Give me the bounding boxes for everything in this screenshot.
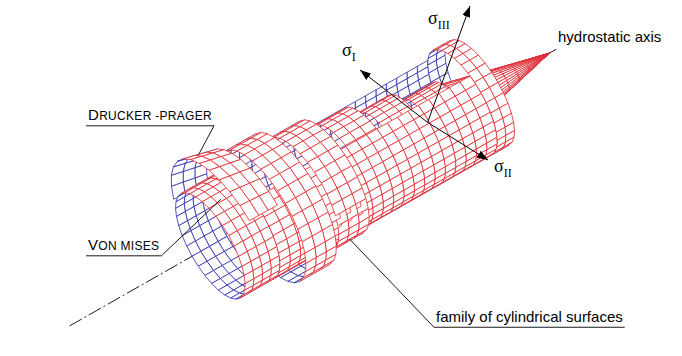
stress-subscript: I bbox=[352, 50, 356, 64]
mesh-facet bbox=[527, 59, 538, 66]
mesh-facet bbox=[538, 53, 549, 60]
stress-symbol: σ bbox=[342, 40, 352, 60]
surface-mesh-layer bbox=[171, 40, 549, 299]
mesh-facet bbox=[278, 185, 296, 203]
leader-line bbox=[199, 126, 214, 155]
mesh-facet bbox=[366, 90, 376, 102]
mesh-facet bbox=[527, 59, 539, 66]
mesh-facet bbox=[240, 201, 259, 221]
mesh-facet bbox=[222, 221, 237, 236]
stress-symbol: σ bbox=[428, 8, 438, 28]
stress-axis-label: σII bbox=[494, 156, 512, 177]
mesh-facet bbox=[355, 96, 365, 108]
surface-label: DRUCKER -PRAGER bbox=[88, 106, 212, 124]
mesh-facet bbox=[407, 66, 417, 78]
stress-axis-label: σI bbox=[342, 40, 356, 61]
surface-label: family of cylindrical surfaces bbox=[436, 308, 623, 325]
stress-axis-label: σIII bbox=[428, 8, 450, 29]
mesh-facet bbox=[504, 70, 516, 78]
stress-axis-arrow bbox=[428, 122, 488, 160]
stress-axis-arrow bbox=[360, 70, 428, 122]
surface-label: VON MISES bbox=[88, 236, 159, 254]
leader-line bbox=[434, 327, 625, 328]
mesh-facet bbox=[397, 72, 407, 84]
mesh-facet bbox=[417, 60, 427, 72]
stress-axis-arrow bbox=[428, 6, 470, 122]
stress-subscript: III bbox=[438, 18, 450, 32]
leader-line bbox=[161, 199, 220, 255]
stress-axes-layer bbox=[360, 6, 488, 160]
mesh-facet bbox=[315, 166, 332, 182]
stress-subscript: II bbox=[504, 166, 512, 180]
mesh-facet bbox=[538, 53, 550, 59]
mesh-facet bbox=[539, 53, 550, 60]
leader-line bbox=[86, 255, 161, 256]
mesh-facet bbox=[538, 53, 549, 59]
hydrostatic-axis-layer bbox=[70, 49, 557, 326]
hydrostatic-axis-line bbox=[70, 49, 557, 326]
leader-line bbox=[350, 239, 434, 327]
mesh-facet bbox=[386, 78, 396, 90]
mesh-facet bbox=[515, 65, 527, 72]
leader-layer bbox=[86, 126, 625, 327]
axis-label: hydrostatic axis bbox=[558, 28, 661, 45]
leader-line bbox=[86, 125, 214, 126]
stress-symbol: σ bbox=[494, 156, 504, 176]
